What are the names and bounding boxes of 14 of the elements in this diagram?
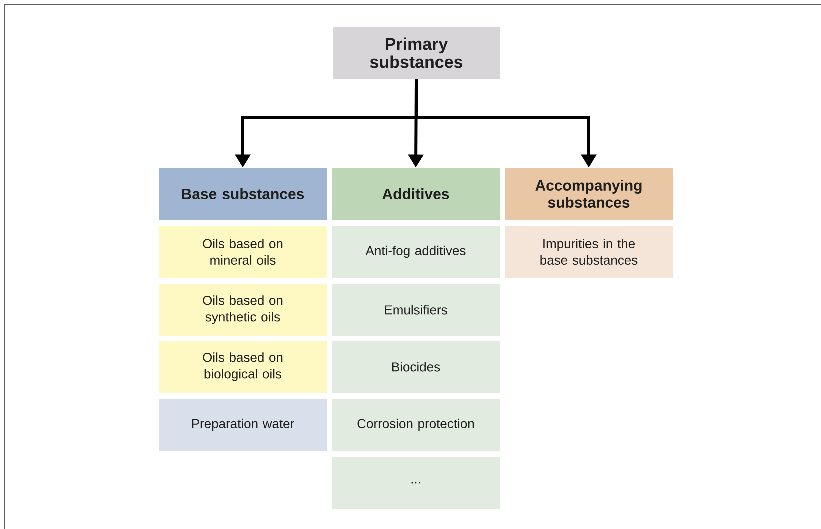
item-box: Corrosion protection: [332, 398, 500, 451]
column-header: Additives: [332, 168, 500, 220]
item-box: ...: [332, 456, 500, 509]
column-header: Accompanying substances: [505, 168, 673, 220]
item-box: Oils based on synthetic oils: [159, 284, 327, 336]
item-box: Impurities in the base substances: [505, 226, 673, 278]
item-box: Anti-fog additives: [332, 226, 500, 278]
item-box: Emulsifiers: [332, 284, 500, 336]
category-box: Primary substances: [333, 27, 500, 79]
column-header: Base substances: [159, 168, 327, 220]
item-box: Oils based on mineral oils: [159, 226, 327, 278]
item-box: Biocides: [332, 340, 500, 393]
item-box: Oils based on biological oils: [159, 340, 327, 393]
item-box: Preparation water: [159, 398, 327, 451]
